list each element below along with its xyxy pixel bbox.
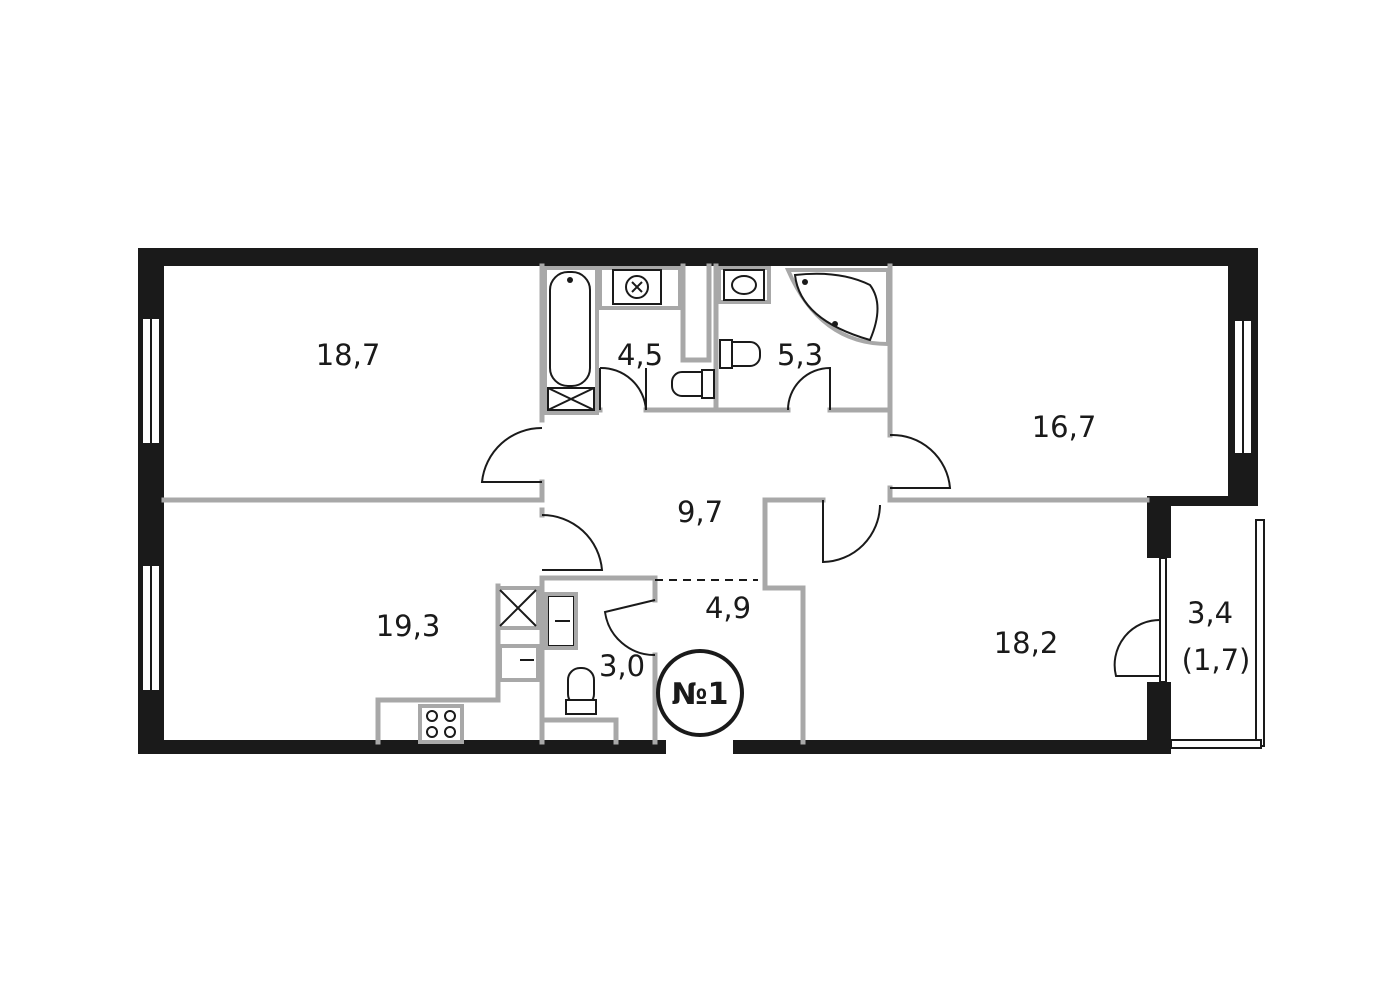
balcony-area: 3,4 [1187,596,1233,630]
sink-frame-1 [598,266,682,310]
balcony-wall-upper [1147,496,1171,558]
entrance-label: №1 [672,677,729,712]
door-balcony [1113,618,1161,677]
kitchen-sink [498,644,540,682]
door-wc [603,599,656,657]
right-step-wall [1147,496,1258,506]
corridor-area: 4,9 [705,591,751,625]
balcony-wall-lower [1147,682,1171,754]
cooktop-icon [418,704,464,744]
entrance-circle [656,649,744,737]
doors [480,366,1161,677]
bath-1-area: 4,5 [617,338,663,372]
bathtub-icon [549,271,591,387]
balcony-reduced-area: (1,7) [1182,643,1251,677]
door-bath1 [599,366,647,411]
room-2-area: 16,7 [1032,410,1097,444]
door-room3 [822,500,881,564]
room-labels: 18,7 4,5 5,3 16,7 9,7 19,3 4,9 3,0 18,2 … [316,338,1251,683]
kitchen-area: 19,3 [376,609,441,643]
bathtub-frame [543,266,599,415]
door-room1 [480,426,543,483]
bath-2-area: 5,3 [777,338,823,372]
corner-bath-icon [793,272,879,342]
door-jamb-left [655,740,665,754]
door-bath2 [787,366,831,411]
windows [141,317,1265,749]
door-room2 [889,433,952,489]
fixtures [418,266,890,744]
top-wall [138,248,1258,266]
balcony-glazing-bottom [1170,739,1262,749]
entrance-marker: №1 [656,649,744,737]
balcony-door-frame [1159,557,1167,683]
fridge-box [496,586,540,630]
sink-frame-2 [717,266,771,304]
balcony-glazing [1255,519,1265,747]
room-1-area: 18,7 [316,338,381,372]
wc-area: 3,0 [599,649,645,683]
hall-area: 9,7 [677,495,723,529]
room-3-area: 18,2 [994,626,1059,660]
bottom-wall-left [138,740,666,754]
bottom-wall-right [733,740,1149,754]
door-kitchen [541,513,604,571]
